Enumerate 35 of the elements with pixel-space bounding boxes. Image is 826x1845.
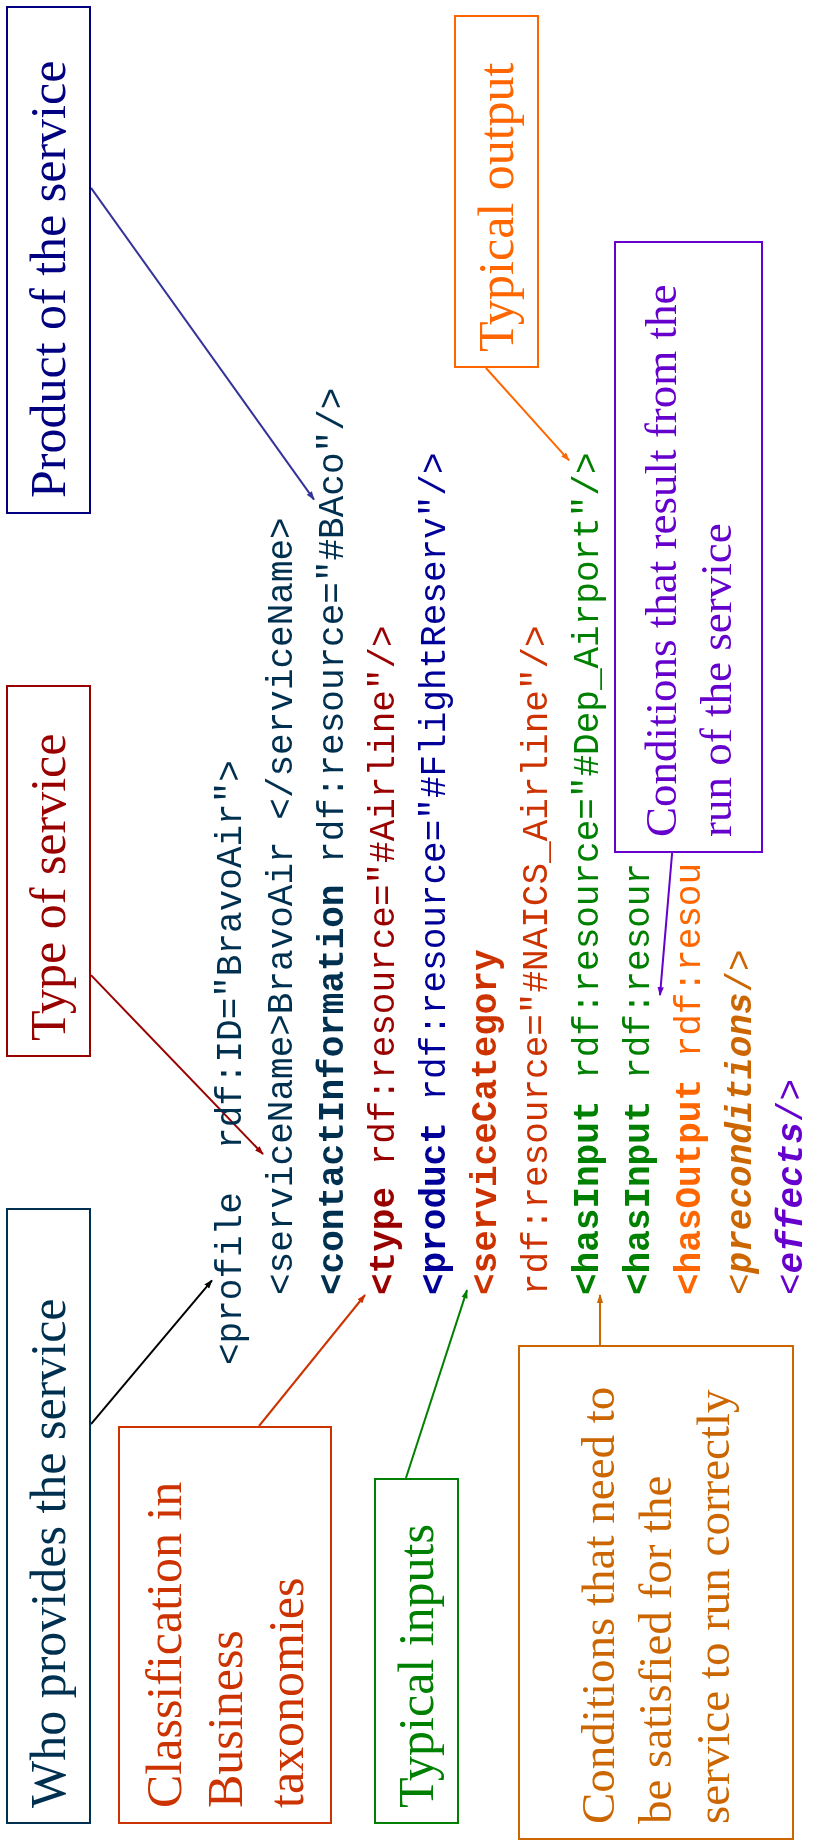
arrow — [404, 1289, 468, 1479]
box-label: Typical output — [467, 62, 525, 352]
label-box — [6, 6, 91, 514]
box-label: Classification in Business taxonomies — [134, 1480, 315, 1808]
label-box — [614, 241, 763, 853]
label-box — [518, 1345, 794, 1840]
arrow — [258, 1294, 366, 1427]
code-line: <hasInput rdf:resource="#Dep_Airport"/> — [569, 452, 609, 1295]
box-label: Typical inputs — [387, 1524, 445, 1808]
code-line: <type rdf:resource="#Airline"/> — [365, 625, 405, 1295]
code-line: <hasInput rdf:resour — [620, 862, 660, 1295]
code-line: <hasOutput rdf:resou — [671, 862, 711, 1295]
code-line: <serviceName>BravoAir </serviceName> — [263, 517, 303, 1295]
code-line: <effects/> — [773, 1078, 813, 1295]
box-label: Product of the service — [19, 60, 77, 498]
arrow — [596, 1294, 604, 1346]
box-label: Type of service — [19, 733, 77, 1041]
label-box — [454, 15, 539, 368]
code-line: <serviceCategory — [467, 949, 507, 1295]
label-box — [6, 1208, 91, 1824]
code-line: <product rdf:resource="#FlightReserv"/> — [416, 452, 456, 1295]
arrow — [90, 974, 264, 1156]
box-label: Conditions that result from the run of the service — [634, 283, 742, 837]
arrow — [484, 367, 570, 462]
code-line: rdf:resource="#NAICS_Airline"/> — [518, 625, 558, 1295]
box-label: Who provides the service — [19, 1298, 77, 1808]
code-line: <contactInformation rdf:resource="#BAco"/> — [314, 387, 354, 1295]
arrow — [90, 186, 315, 501]
code-line: <profile rdf:ID="BravoAir"> — [212, 760, 252, 1365]
label-box — [374, 1478, 459, 1824]
box-label: Conditions that need to be satisfied for the service to run correctly — [571, 1385, 740, 1824]
arrow — [657, 852, 674, 997]
label-box — [118, 1426, 332, 1824]
code-line: <preconditions/> — [722, 949, 762, 1295]
label-box — [6, 685, 91, 1057]
